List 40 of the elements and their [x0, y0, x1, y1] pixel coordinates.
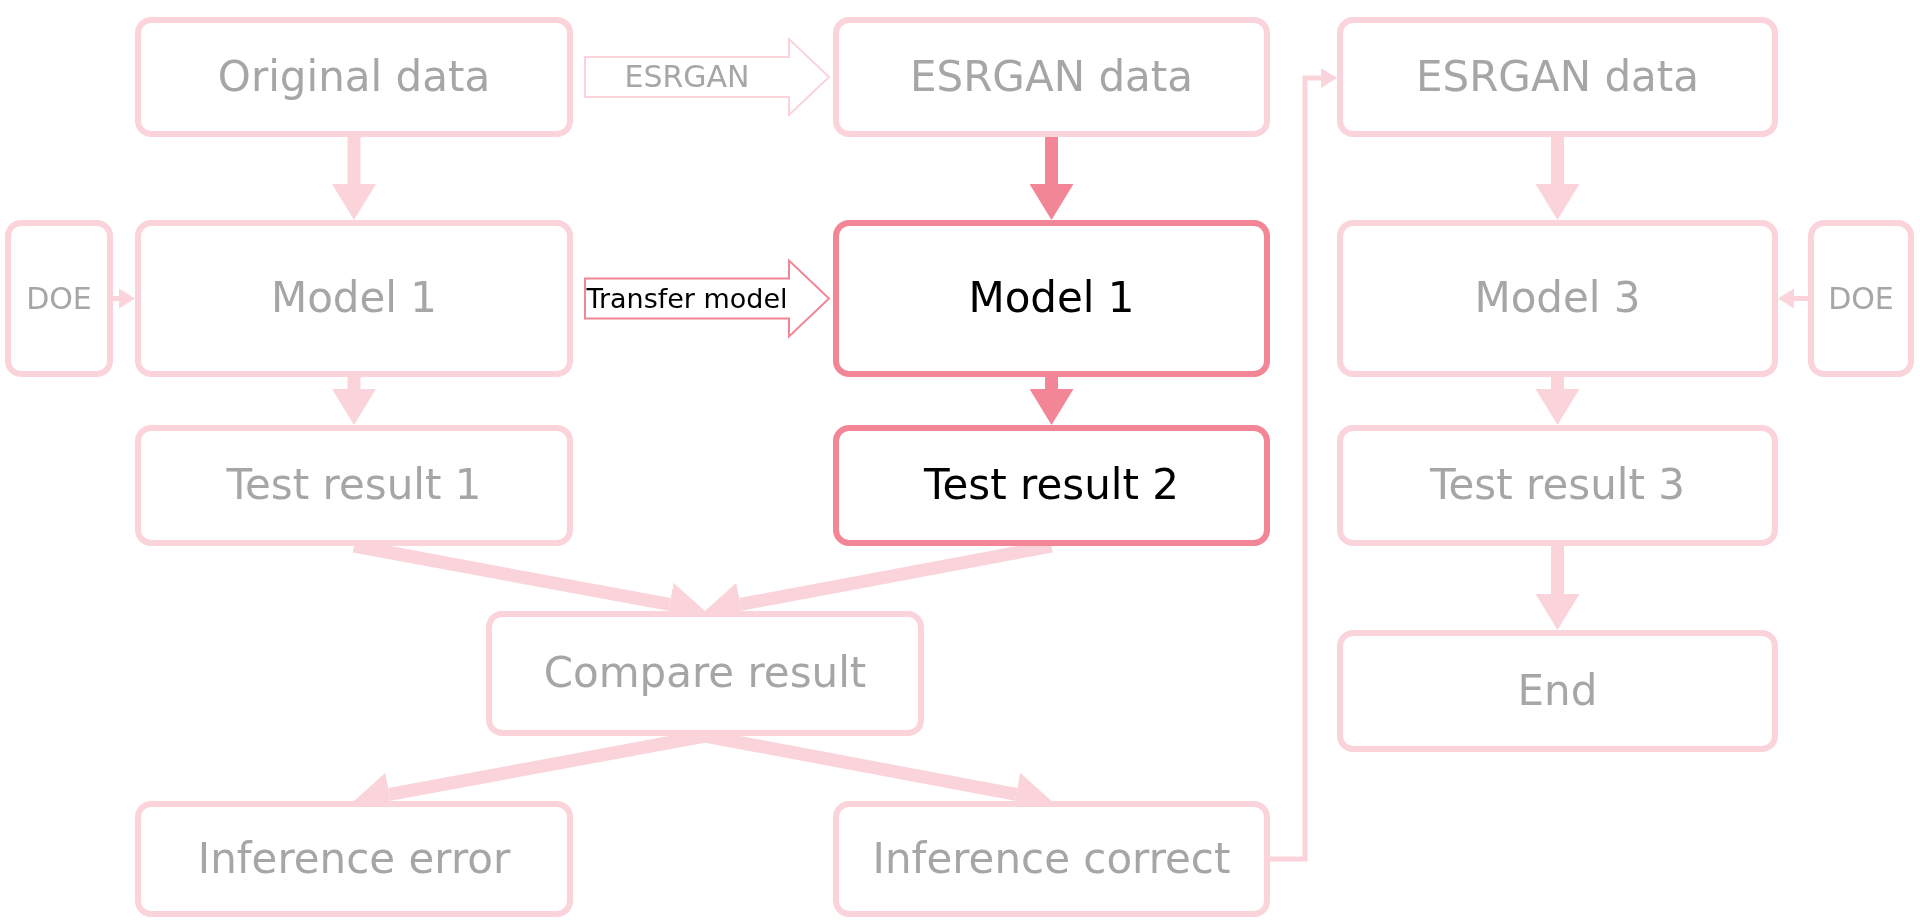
arrow — [332, 137, 376, 220]
process-box — [486, 611, 924, 736]
node-label: ESRGAN data — [910, 50, 1193, 103]
process-box — [135, 425, 573, 546]
process-box — [1808, 220, 1914, 377]
arrow — [1535, 546, 1580, 630]
arrow — [1535, 377, 1580, 425]
arrow — [1535, 137, 1580, 220]
node-label: Inference correct — [872, 832, 1231, 885]
process-box — [833, 801, 1270, 917]
process-box — [5, 220, 113, 377]
node-label: DOE — [26, 279, 92, 318]
process-box — [1337, 220, 1778, 377]
process-box — [1337, 17, 1778, 137]
node-label: Model 1 — [270, 272, 438, 325]
process-box — [135, 220, 573, 377]
process-box — [833, 17, 1270, 137]
arrow — [332, 377, 376, 425]
node-label: Model 3 — [1474, 272, 1641, 325]
process-box — [1337, 630, 1778, 752]
node-label: Compare result — [543, 647, 867, 700]
node-label: DOE — [1828, 279, 1894, 318]
arrow — [1029, 377, 1074, 425]
node-label: Test result 3 — [1430, 459, 1685, 512]
arrow — [1270, 68, 1337, 862]
process-box — [1337, 425, 1778, 546]
arrow — [1029, 137, 1074, 220]
node-label: Test result 2 — [924, 459, 1179, 512]
node-label: Model 1 — [968, 272, 1135, 325]
process-box — [135, 17, 573, 137]
process-box — [833, 425, 1270, 546]
arrow — [113, 288, 135, 309]
arrow — [1778, 288, 1808, 309]
node-label: Original data — [217, 50, 491, 103]
process-box — [833, 220, 1270, 377]
node-label: Test result 1 — [226, 459, 482, 512]
node-label: Inference error — [197, 832, 511, 885]
process-box — [135, 801, 573, 917]
node-label: End — [1517, 664, 1598, 717]
node-label: ESRGAN data — [1416, 50, 1699, 103]
